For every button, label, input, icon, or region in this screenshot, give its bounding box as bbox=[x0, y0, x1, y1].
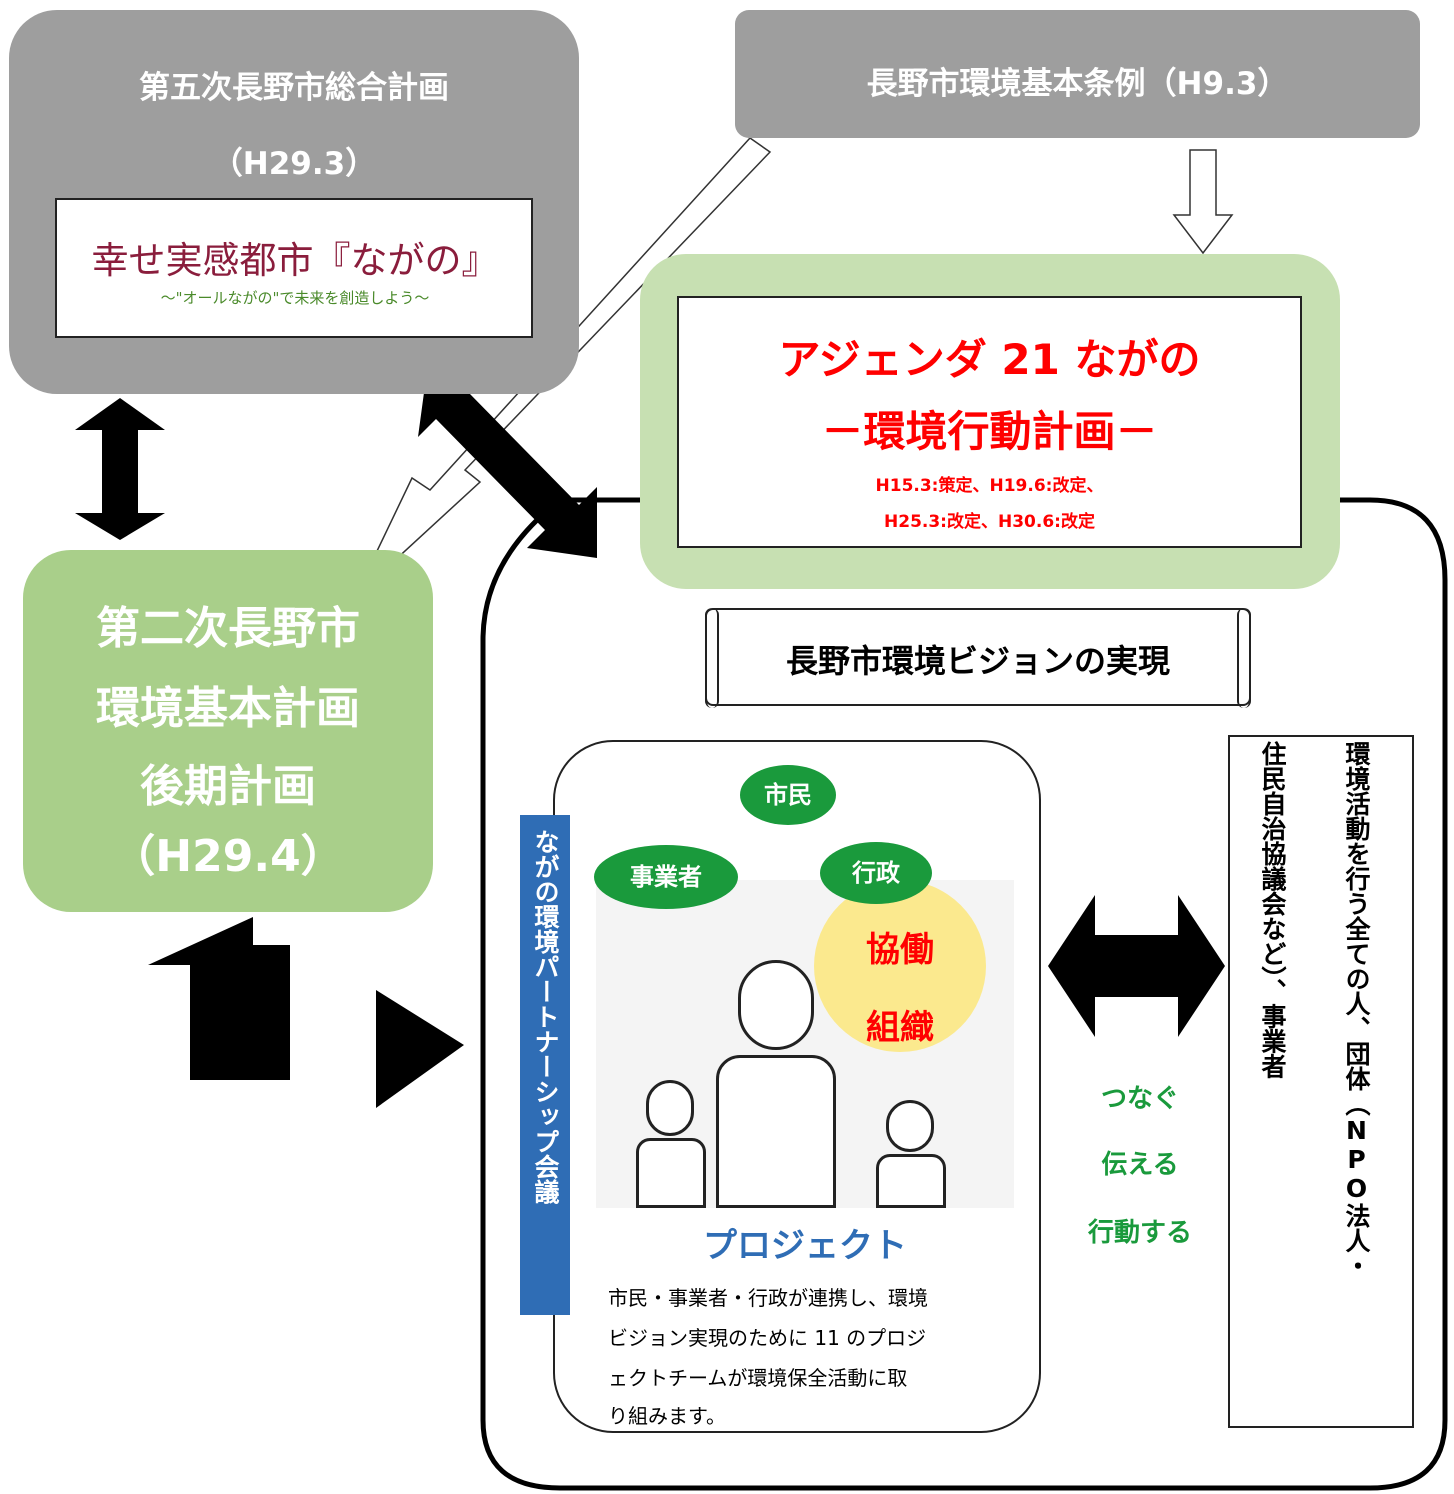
node-citizen: 市民 bbox=[740, 765, 836, 825]
actors-box: 環境活動を行う全ての人、団体（NPO法人・ 住民自治協議会など）、事業者 bbox=[1228, 735, 1414, 1428]
vision-scroll: 長野市環境ビジョンの実現 bbox=[705, 608, 1251, 708]
actors-col-2: 住民自治協議会など）、事業者 bbox=[1258, 741, 1287, 1079]
agenda-title-line-1: アジェンダ 21 ながの bbox=[778, 335, 1201, 384]
agenda-inner-box: アジェンダ 21 ながの －環境行動計画－ H15.3:策定、H19.6:改定、… bbox=[677, 296, 1302, 548]
connect-word-2: 伝える bbox=[1101, 1150, 1179, 1180]
kyodo-text-2: 組織 bbox=[866, 1008, 934, 1048]
agenda-history-line-2: H25.3:改定、H30.6:改定 bbox=[884, 512, 1095, 532]
actors-col-1: 環境活動を行う全ての人、団体（NPO法人・ bbox=[1342, 741, 1371, 1278]
project-desc-line-3: ェクトチームが環境保全活動に取 bbox=[608, 1366, 908, 1390]
sogo-keikaku-box: 第五次長野市総合計画 （H29.3） 幸せ実感都市『ながの』 ～"オールながの"… bbox=[9, 10, 579, 394]
project-illustration bbox=[596, 880, 1014, 1208]
partnership-banner-text: ながの環境パートナーシップ会議 bbox=[531, 829, 560, 1204]
kihon-keikaku-line-2: 環境基本計画 bbox=[96, 683, 360, 734]
vision-container-outline bbox=[480, 497, 1448, 1491]
kyodo-circle bbox=[814, 880, 986, 1052]
jourei-box: 長野市環境基本条例（H9.3） bbox=[735, 10, 1420, 138]
connect-word-1: つなぐ bbox=[1100, 1084, 1179, 1114]
partnership-banner: ながの環境パートナーシップ会議 bbox=[520, 815, 570, 1315]
vision-scroll-text: 長野市環境ビジョンの実現 bbox=[785, 642, 1170, 680]
jourei-title: 長野市環境基本条例（H9.3） bbox=[866, 66, 1289, 102]
scroll-curl-left bbox=[705, 608, 719, 708]
node-business: 事業者 bbox=[594, 845, 738, 909]
sogo-keikaku-title: 第五次長野市総合計画 bbox=[139, 70, 449, 106]
kankyo-kihon-keikaku-box: 第二次長野市 環境基本計画 後期計画 （H29.4） bbox=[23, 550, 433, 912]
white-down-arrow bbox=[1172, 149, 1234, 255]
project-title: プロジェクト bbox=[703, 1226, 907, 1266]
scroll-curl-right bbox=[1237, 608, 1251, 708]
vertical-double-arrow bbox=[75, 398, 165, 540]
sogo-keikaku-date: （H29.3） bbox=[211, 146, 377, 182]
node-government: 行政 bbox=[820, 842, 932, 904]
shiawase-logo-main: 幸せ実感都市『ながの』 bbox=[91, 239, 499, 282]
kyodo-text-1: 協働 bbox=[866, 930, 934, 970]
shiawase-logo-frame: 幸せ実感都市『ながの』 ～"オールながの"で未来を創造しよう～ bbox=[55, 198, 533, 338]
diagonal-double-arrow bbox=[418, 363, 597, 558]
horizontal-double-arrow bbox=[1048, 895, 1225, 1037]
connect-word-3: 行動する bbox=[1087, 1218, 1192, 1248]
agenda-history-line-1: H15.3:策定、H19.6:改定、 bbox=[875, 476, 1104, 496]
kihon-keikaku-line-1: 第二次長野市 bbox=[96, 603, 360, 654]
kihon-keikaku-line-3: 後期計画 bbox=[140, 761, 316, 812]
project-desc-line-1: 市民・事業者・行政が連携し、環境 bbox=[608, 1286, 928, 1310]
project-desc-line-2: ビジョン実現のために 11 のプロジ bbox=[608, 1326, 927, 1350]
agenda-title-line-2: －環境行動計画－ bbox=[821, 407, 1158, 456]
project-desc-line-4: り組みます。 bbox=[608, 1404, 726, 1428]
shiawase-logo-sub: ～"オールながの"で未来を創造しよう～ bbox=[160, 289, 430, 307]
side-person-figure-left bbox=[636, 1080, 706, 1208]
side-person-figure-right bbox=[876, 1100, 946, 1208]
kihon-keikaku-line-4: （H29.4） bbox=[111, 831, 345, 882]
main-person-figure bbox=[716, 960, 836, 1208]
